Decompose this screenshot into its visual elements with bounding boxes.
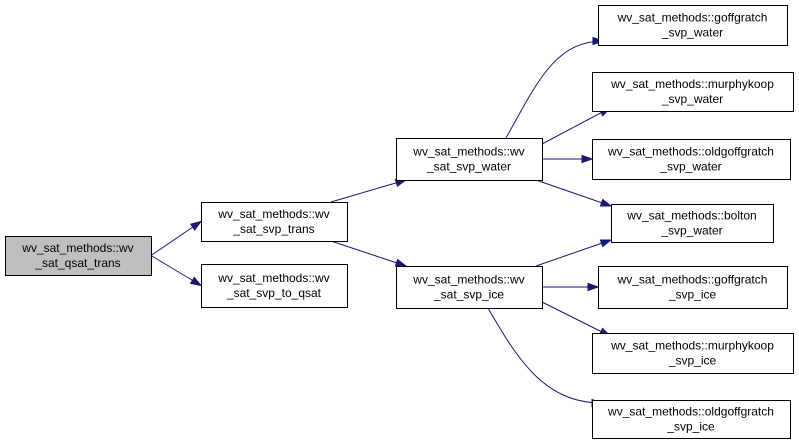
node-box <box>611 204 774 243</box>
edge-line <box>541 301 611 337</box>
edge-arrowhead <box>394 258 408 267</box>
node-oldgoffgratch_ice[interactable]: wv_sat_methods::oldgoffgratch_svp_ice <box>592 400 791 439</box>
node-label-line: _svp_ice <box>668 354 717 368</box>
edge-arrowhead <box>599 198 613 207</box>
node-label-line: _sat_qsat_trans <box>34 256 120 270</box>
edge-svp_trans-to-svp_water <box>330 178 408 203</box>
node-label-line: wv_sat_methods::oldgoffgratch <box>607 145 774 159</box>
call-graph-nodes: wv_sat_methods::wv_sat_qsat_transwv_sat_… <box>5 5 794 439</box>
node-label-line: _sat_svp_trans <box>232 222 314 236</box>
node-label-line: _svp_ice <box>668 288 717 302</box>
node-box <box>5 236 152 276</box>
edge-arrowhead <box>587 282 600 292</box>
edge-line <box>330 179 407 203</box>
node-label-line: _svp_water <box>660 224 722 238</box>
node-goffgratch_water[interactable]: wv_sat_methods::goffgratch_svp_water <box>598 5 788 46</box>
node-oldgoffgratch_water[interactable]: wv_sat_methods::oldgoffgratch_svp_water <box>592 139 791 180</box>
edge-line <box>535 239 612 267</box>
edge-arrowhead <box>581 154 594 164</box>
node-goffgratch_ice[interactable]: wv_sat_methods::goffgratch_svp_ice <box>598 266 788 309</box>
node-label-line: _sat_svp_water <box>426 160 511 174</box>
node-label-line: wv_sat_methods::wv <box>412 145 524 159</box>
node-box <box>396 138 543 181</box>
edge-svp_ice-to-goffgratch_ice <box>542 282 600 292</box>
edge-svp_trans-to-svp_ice <box>330 240 408 267</box>
node-label-line: wv_sat_methods::bolton <box>626 209 756 223</box>
node-box <box>598 266 788 309</box>
node-svp_ice[interactable]: wv_sat_methods::wv_sat_svp_ice <box>396 266 543 309</box>
edge-qsat_trans-to-svp_trans <box>150 220 203 256</box>
node-label-line: _svp_water <box>661 92 723 106</box>
node-label-line: wv_sat_methods::goffgratch <box>617 273 768 287</box>
node-box <box>592 139 791 180</box>
edge-svp_ice-to-bolton_water <box>535 239 613 267</box>
edge-svp_water-to-bolton_water <box>535 179 613 207</box>
node-label-line: _sat_svp_ice <box>433 288 504 302</box>
edge-line <box>330 240 407 267</box>
edge-svp_water-to-oldgoffgratch_water <box>542 154 594 164</box>
edge-svp_water-to-goffgratch_water <box>505 36 605 139</box>
node-box <box>592 400 791 439</box>
node-box <box>396 266 543 309</box>
node-label-line: wv_sat_methods::wv <box>217 207 329 221</box>
node-box <box>592 72 794 112</box>
node-label-line: _svp_water <box>659 160 721 174</box>
node-box <box>592 333 794 374</box>
node-label-line: _sat_svp_to_qsat <box>226 286 322 300</box>
node-label-line: wv_sat_methods::murphykoop <box>610 339 774 353</box>
node-bolton_water[interactable]: wv_sat_methods::bolton_svp_water <box>611 204 774 243</box>
node-svp_to_qsat[interactable]: wv_sat_methods::wv_sat_svp_to_qsat <box>201 264 348 308</box>
node-label-line: wv_sat_methods::murphykoop <box>610 77 774 91</box>
node-label-line: wv_sat_methods::wv <box>217 271 329 285</box>
edge-line <box>505 40 604 139</box>
node-murphykoop_ice[interactable]: wv_sat_methods::murphykoop_svp_ice <box>592 333 794 374</box>
edge-arrowhead <box>189 276 203 287</box>
edge-arrowhead <box>599 239 613 248</box>
edge-line <box>541 107 611 145</box>
node-label-line: wv_sat_methods::goffgratch <box>617 11 768 25</box>
edge-arrowhead <box>189 220 203 231</box>
edge-qsat_trans-to-svp_to_qsat <box>150 255 203 287</box>
node-label-line: wv_sat_methods::wv <box>21 241 133 255</box>
node-box <box>201 264 348 308</box>
node-murphykoop_water[interactable]: wv_sat_methods::murphykoop_svp_water <box>592 72 794 112</box>
node-label-line: wv_sat_methods::oldgoffgratch <box>607 405 774 419</box>
node-qsat_trans[interactable]: wv_sat_methods::wv_sat_qsat_trans <box>5 236 152 276</box>
node-label-line: _svp_water <box>661 26 723 40</box>
edge-svp_ice-to-oldgoffgratch_ice <box>487 307 604 408</box>
node-svp_trans[interactable]: wv_sat_methods::wv_sat_svp_trans <box>201 202 348 242</box>
node-label-line: wv_sat_methods::wv <box>412 273 524 287</box>
edge-line <box>535 179 612 207</box>
node-box <box>598 5 788 46</box>
edge-line <box>487 307 603 404</box>
edge-svp_water-to-murphykoop_water <box>541 107 612 145</box>
node-svp_water[interactable]: wv_sat_methods::wv_sat_svp_water <box>396 138 543 181</box>
node-label-line: _svp_ice <box>666 420 715 434</box>
node-box <box>201 202 348 242</box>
